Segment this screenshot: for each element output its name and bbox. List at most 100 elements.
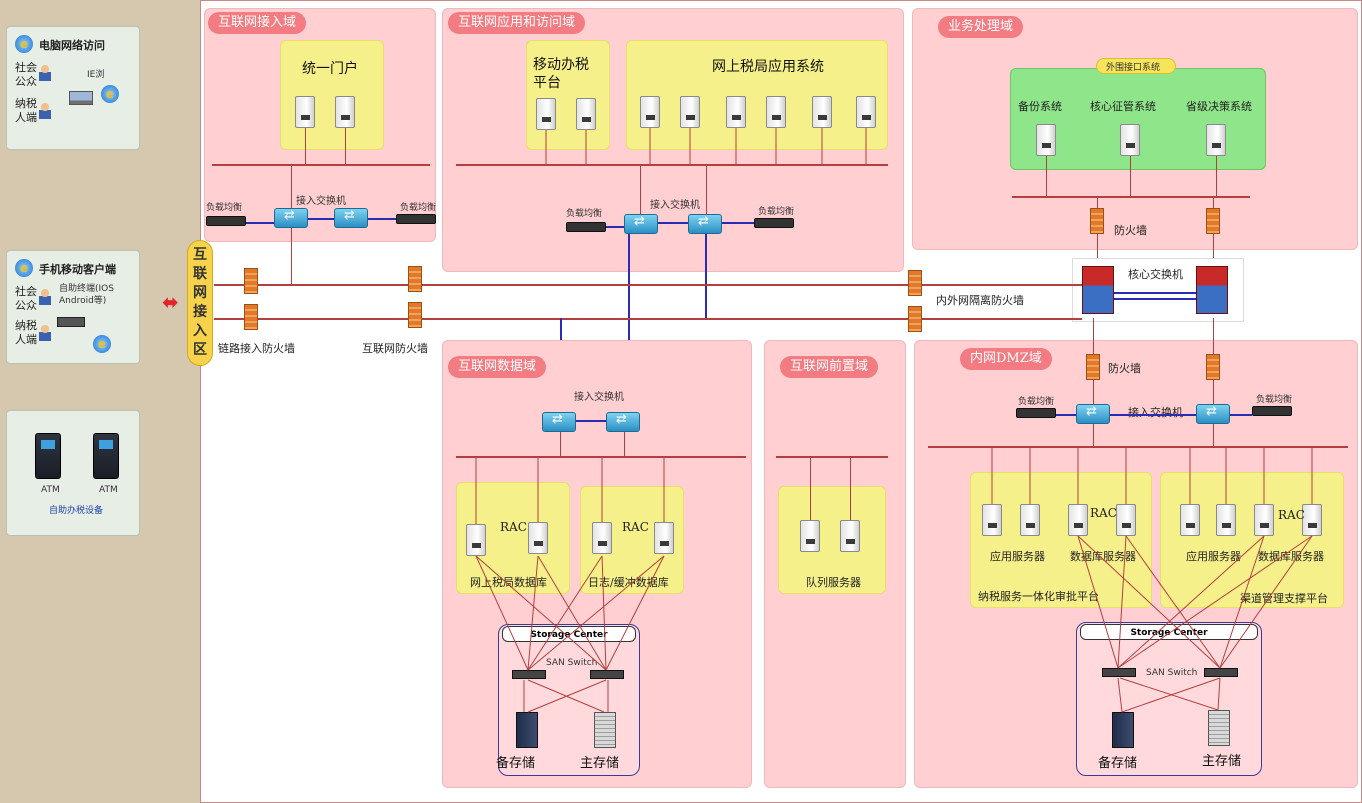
client-panel-mobile: e 手机移动客户端 社会 公众 自助终端(IOS Android等) 纳税 人端…: [6, 250, 140, 364]
link-line: [291, 166, 292, 208]
link-line: [1114, 292, 1196, 294]
server-icon: [466, 524, 486, 556]
atm-icon: [93, 433, 119, 479]
link-line: [705, 234, 707, 320]
internet-access-zone-label: 互联网接入区: [193, 247, 207, 358]
server-icon: [1180, 504, 1200, 536]
load-balancer-icon: [206, 216, 246, 226]
panel-text: 社会: [15, 61, 37, 74]
server-label: 应用服务器: [990, 550, 1045, 563]
primary-storage-label: 主存储: [1202, 754, 1242, 769]
db-label: 网上税局数据库: [470, 576, 547, 589]
link-line: [1213, 424, 1214, 446]
server-icon: [536, 98, 556, 130]
server-icon: [528, 522, 548, 554]
bus-line: [1012, 196, 1250, 198]
san-switch-icon: [512, 670, 546, 679]
queue-label: 队列服务器: [806, 576, 861, 589]
globe-icon: e: [15, 259, 33, 277]
zone-tag: 互联网前置域: [780, 356, 879, 378]
link-line: [1093, 318, 1094, 354]
mobile-platform-label: 移动办税平台: [533, 57, 589, 91]
firewall-icon: [1090, 208, 1104, 234]
server-label: 应用服务器: [1186, 550, 1241, 563]
atm-label: ATM: [99, 485, 118, 495]
switch-icon: [274, 208, 308, 228]
link-line: [1056, 414, 1076, 416]
load-balancer-icon: [1016, 408, 1056, 418]
mobile-device-icon: [57, 317, 85, 327]
panel-title: 电脑网络访问: [39, 39, 105, 52]
switch-icon: [606, 412, 640, 432]
link-line: [1097, 198, 1098, 208]
firewall-icon: [408, 266, 422, 292]
link-line: [810, 458, 811, 520]
zone-tag: 互联网数据域: [448, 356, 547, 378]
link-line: [1213, 318, 1214, 354]
queue-box: [778, 486, 886, 594]
server-icon: [766, 96, 786, 128]
rac-label: RAC: [1090, 506, 1117, 520]
atm-icon: [35, 433, 61, 479]
server-icon: [982, 504, 1002, 536]
portal-label: 统一门户: [302, 61, 358, 77]
backup-storage-label: 备存储: [496, 756, 536, 771]
link-line: [628, 234, 630, 414]
core-switch-icon: [1082, 266, 1114, 314]
firewall-icon: [244, 304, 258, 330]
backup-storage-icon: [516, 712, 538, 748]
link-line: [658, 222, 688, 224]
server-icon: [1068, 504, 1088, 536]
server-icon: [654, 522, 674, 554]
server-label: 数据库服务器: [1258, 550, 1324, 563]
lb-label: 负载均衡: [758, 207, 795, 217]
panel-text: IE浏: [87, 70, 105, 80]
panel-text: Android等): [59, 296, 107, 306]
portal-box: [280, 40, 384, 150]
person-icon: [39, 325, 51, 341]
zone-tag: 互联网应用和访问域: [448, 12, 586, 34]
server-icon: [640, 96, 660, 128]
bus-line: [456, 456, 746, 458]
laptop-icon: [69, 91, 93, 105]
panel-text: 公众: [15, 299, 37, 312]
server-icon: [840, 520, 860, 552]
link-line: [291, 228, 292, 284]
platform-label: 纳税服务一体化审批平台: [978, 590, 1099, 603]
server-icon: [726, 96, 746, 128]
server-icon: [800, 520, 820, 552]
san-label: SAN Switch: [1146, 668, 1198, 678]
bus-line: [456, 164, 888, 166]
server-icon: [812, 96, 832, 128]
client-panel-atm: ATM ATM 自助办税设备: [6, 410, 140, 536]
load-balancer-icon: [396, 214, 436, 224]
link-line: [1213, 380, 1214, 404]
server-icon: [1206, 124, 1226, 156]
firewall-label: 互联网防火墙: [362, 342, 428, 355]
server-label: 数据库服务器: [1070, 550, 1136, 563]
lb-label: 负载均衡: [1018, 397, 1055, 407]
person-icon: [39, 103, 51, 119]
panel-text: 人端: [15, 333, 37, 346]
bus-line: [212, 164, 430, 166]
switch-label: 接入交换机: [574, 392, 624, 403]
firewall-icon: [1206, 354, 1220, 380]
link-line: [576, 420, 606, 422]
link-line: [640, 166, 641, 214]
core-switch-label: 核心交换机: [1128, 268, 1183, 281]
link-line: [1110, 414, 1196, 416]
san-switch-icon: [1204, 668, 1238, 677]
zone-tag: 内网DMZ域: [960, 348, 1052, 370]
load-balancer-icon: [566, 222, 606, 232]
ie-browser-icon: e: [93, 335, 111, 353]
server-icon: [1036, 124, 1056, 156]
system-label: 备份系统: [1018, 100, 1062, 113]
server-icon: [1020, 504, 1040, 536]
firewall-icon: [408, 302, 422, 328]
internet-access-zone: [187, 240, 213, 366]
bus-line: [928, 446, 1348, 448]
firewall-label: 内外网隔离防火墙: [936, 294, 1024, 307]
link-line: [1093, 424, 1094, 446]
load-balancer-icon: [1252, 406, 1292, 416]
switch-icon: [542, 412, 576, 432]
